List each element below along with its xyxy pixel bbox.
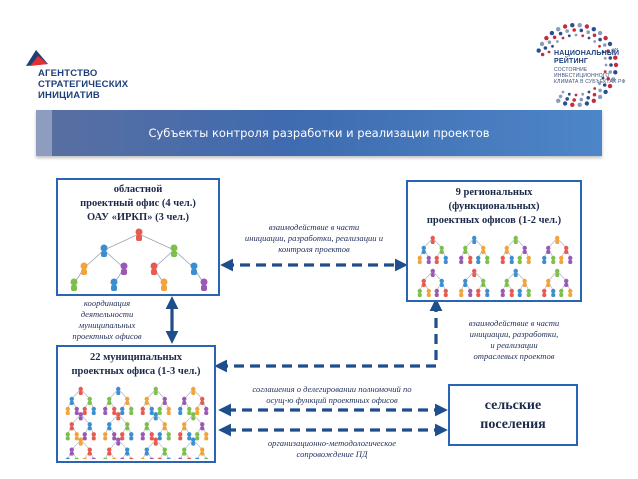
note-interaction-right: взаимодействие в части инициации, разраб… (446, 318, 582, 362)
title-banner: Субъекты контроля разработки и реализаци… (36, 110, 602, 156)
note-top-line-1: взаимодействие в части (268, 222, 360, 232)
functional-offices-line-3: проектных офисов (1-2 чел.) (426, 215, 562, 226)
agency-logo: АГЕНТСТВО СТРАТЕГИЧЕСКИХ ИНИЦИАТИВ (24, 42, 154, 101)
rural-settlements-box: сельские поселения (448, 384, 578, 446)
regional-office-line-3: ОАУ «ИРКП» (3 чел.) (86, 212, 190, 223)
note-top-line-3: контроля проектов (278, 244, 350, 254)
functional-offices-box: 9 региональных (функциональных) проектны… (406, 180, 582, 302)
page-title: Субъекты контроля разработки и реализаци… (148, 126, 490, 140)
note-right-line-1: взаимодействие в части (468, 318, 560, 328)
rating-logo-sub-3: КЛИМАТА В СУБЪЕКТАХ РФ (554, 79, 626, 85)
agency-logo-mark-icon (26, 50, 48, 66)
note-bottom-upper-line-1: соглашения о делегировании полномочий по (252, 384, 412, 394)
note-left-line-3: муниципальных (78, 320, 136, 330)
regional-office-line-1: областной (113, 184, 163, 195)
note-bottom-lower-line-2: сопровождение ПД (296, 449, 368, 459)
note-interaction-top: взаимодействие в части инициации, разраб… (224, 222, 404, 255)
rating-logo-line-2: РЕЙТИНГ (554, 58, 589, 65)
rating-logo-sub-1: СОСТОЯНИЕ (554, 67, 588, 73)
functional-offices-line-2: (функциональных) (448, 201, 540, 212)
municipal-offices-box: 22 муниципальных проектных офиса (1-3 че… (56, 345, 216, 463)
note-delegation-agreements: соглашения о делегировании полномочий по… (226, 384, 438, 406)
note-bottom-lower-line-1: организационно-методологическое (267, 438, 397, 448)
people-groups-icon (417, 235, 573, 297)
regional-office-line-2: проектный офис (4 чел.) (80, 198, 196, 209)
banner-accent-band (36, 110, 52, 156)
note-bottom-upper-line-2: осущ-ю функций проектных офисов (266, 395, 398, 405)
rating-dotted-circle-icon (536, 23, 619, 108)
note-left-line-2: деятельности (80, 309, 134, 319)
note-left-line-4: проектных офисов (72, 331, 142, 341)
note-right-line-4: отраслевых проектов (473, 351, 555, 361)
rural-line-2: поселения (480, 417, 546, 432)
note-left-line-1: координация (83, 298, 131, 308)
people-groups-icon (65, 386, 209, 459)
note-right-line-3: и реализации (490, 340, 538, 350)
agency-logo-line-3: ИНИЦИАТИВ (38, 90, 100, 101)
agency-logo-line-1: АГЕНТСТВО (38, 68, 98, 79)
note-coordination: координация деятельности муниципальных п… (52, 298, 162, 342)
regional-office-box: областной проектный офис (4 чел.) ОАУ «И… (56, 178, 220, 296)
functional-offices-line-1: 9 региональных (455, 187, 533, 198)
rural-line-1: сельские (484, 398, 542, 413)
agency-logo-line-2: СТРАТЕГИЧЕСКИХ (38, 79, 129, 90)
rating-logo-sub-2: ИНВЕСТИЦИОННОГО (554, 73, 610, 79)
rating-logo-line-1: НАЦИОНАЛЬНЫЙ (554, 50, 620, 57)
note-methodological-support: организационно-методологическое сопровож… (226, 438, 438, 460)
note-top-line-2: инициации, разработки, реализации и (244, 233, 384, 243)
municipal-offices-line-2: проектных офиса (1-3 чел.) (71, 366, 201, 377)
arrow-functional-municipal (214, 298, 443, 373)
org-network-icon (70, 228, 208, 291)
rating-logo: НАЦИОНАЛЬНЫЙ РЕЙТИНГ СОСТОЯНИЕ ИНВЕСТИЦИ… (520, 20, 632, 110)
municipal-offices-line-1: 22 муниципальных (89, 352, 183, 363)
note-right-line-2: инициации, разработки, (469, 329, 559, 339)
